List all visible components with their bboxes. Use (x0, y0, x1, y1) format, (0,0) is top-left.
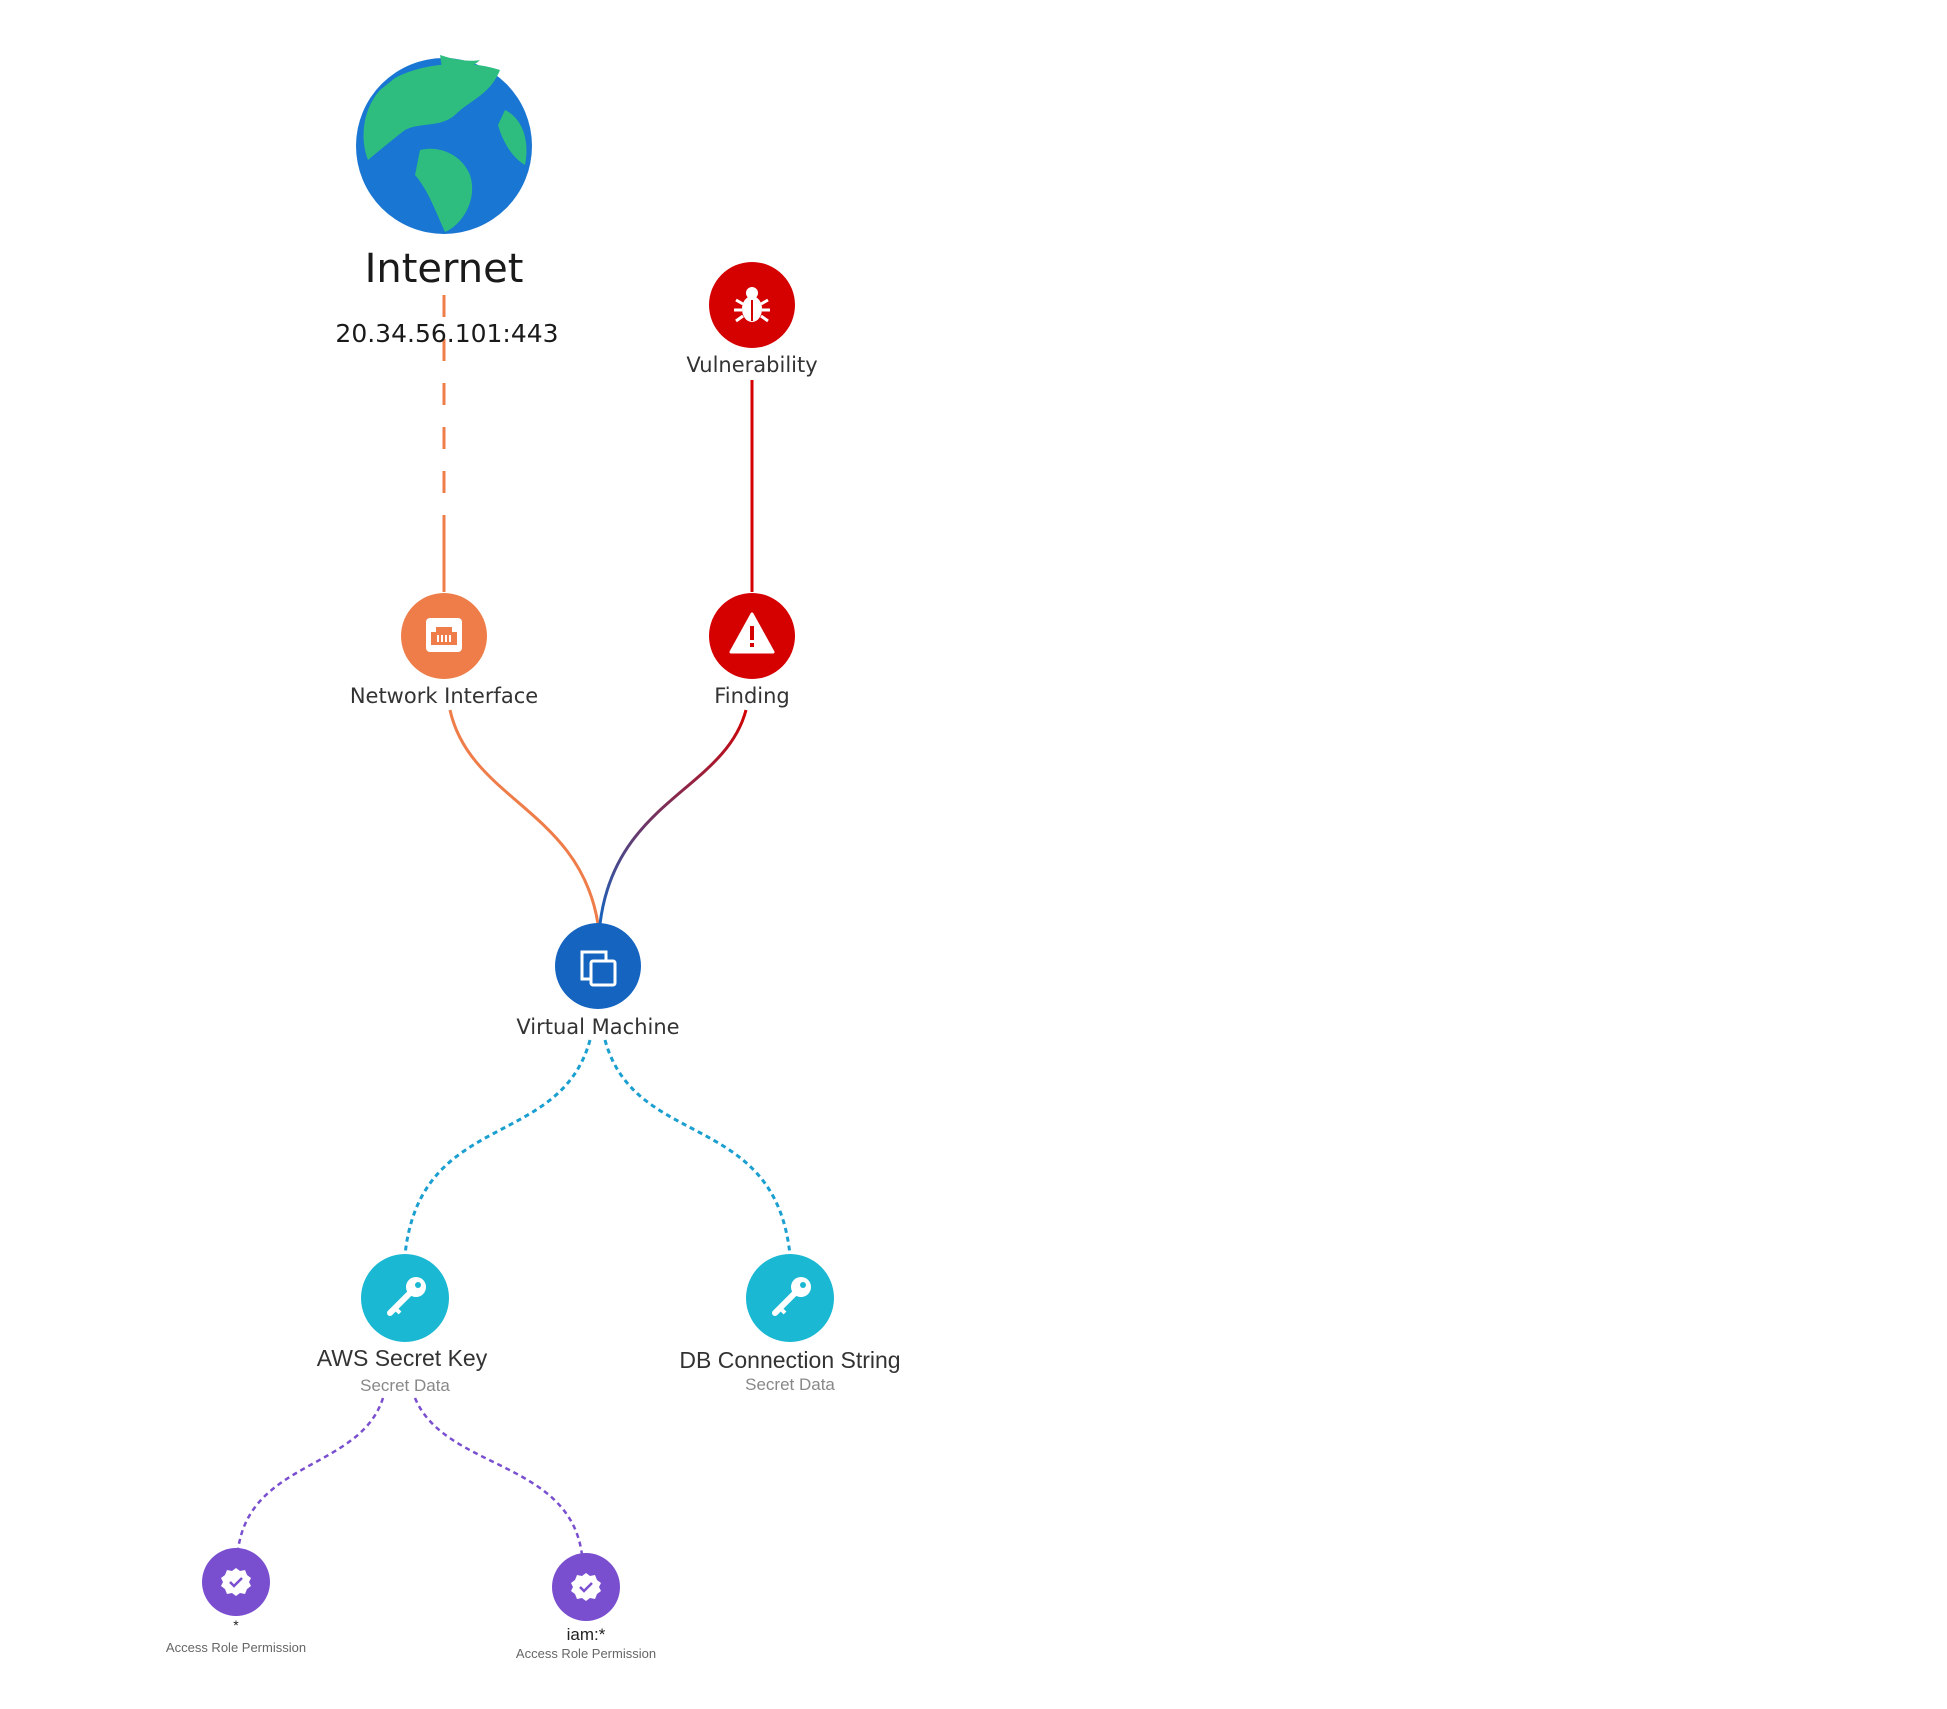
finding-label: Finding (714, 684, 790, 708)
internet-address: 20.34.56.101:443 (335, 319, 558, 348)
db-connection-string-node[interactable]: DB Connection String Secret Data (679, 1254, 901, 1394)
permission-iam-label: iam:* (567, 1625, 606, 1644)
aws-secret-key-sublabel: Secret Data (360, 1376, 450, 1395)
permission-star-node[interactable]: * Access Role Permission (166, 1548, 306, 1655)
permission-iam-sublabel: Access Role Permission (516, 1646, 656, 1661)
edge-aws-secret-key-permission-star (236, 1397, 385, 1551)
copy-windows-icon (580, 950, 617, 987)
permission-iam-node[interactable]: iam:* Access Role Permission (516, 1553, 656, 1661)
aws-secret-key-label: AWS Secret Key (317, 1345, 488, 1371)
bug-icon (734, 287, 770, 323)
edge-network-interface-virtual-machine (448, 709, 600, 925)
internet-node[interactable]: Internet 20.34.56.101:443 (335, 55, 559, 348)
edge-aws-secret-key-permission-iam (413, 1397, 584, 1556)
permission-star-sublabel: Access Role Permission (166, 1640, 306, 1655)
vulnerability-label: Vulnerability (686, 353, 817, 377)
internet-label: Internet (365, 246, 524, 292)
aws-secret-key-node[interactable]: AWS Secret Key Secret Data (317, 1254, 488, 1395)
warning-icon (729, 612, 775, 654)
globe-icon (356, 55, 532, 234)
virtual-machine-node[interactable]: Virtual Machine (516, 923, 680, 1039)
edge-finding-virtual-machine (598, 709, 748, 925)
edge-virtual-machine-db-connection-string (603, 1039, 792, 1256)
virtual-machine-circle (555, 923, 641, 1009)
edge-virtual-machine-aws-secret-key (403, 1039, 592, 1256)
db-connection-string-label: DB Connection String (679, 1347, 900, 1373)
vulnerability-node[interactable]: Vulnerability (686, 262, 818, 377)
network-interface-label: Network Interface (350, 684, 538, 708)
edges (236, 295, 792, 1556)
db-connection-string-sublabel: Secret Data (745, 1375, 835, 1394)
key-icon (772, 1277, 811, 1316)
finding-node[interactable]: Finding (709, 593, 795, 708)
ethernet-port-icon (426, 618, 462, 652)
virtual-machine-label: Virtual Machine (516, 1015, 679, 1039)
permission-star-label: * (233, 1617, 239, 1633)
verified-badge-icon (221, 1568, 251, 1596)
network-interface-node[interactable]: Network Interface (350, 593, 538, 708)
verified-badge-icon (571, 1573, 601, 1601)
key-icon (387, 1277, 426, 1316)
